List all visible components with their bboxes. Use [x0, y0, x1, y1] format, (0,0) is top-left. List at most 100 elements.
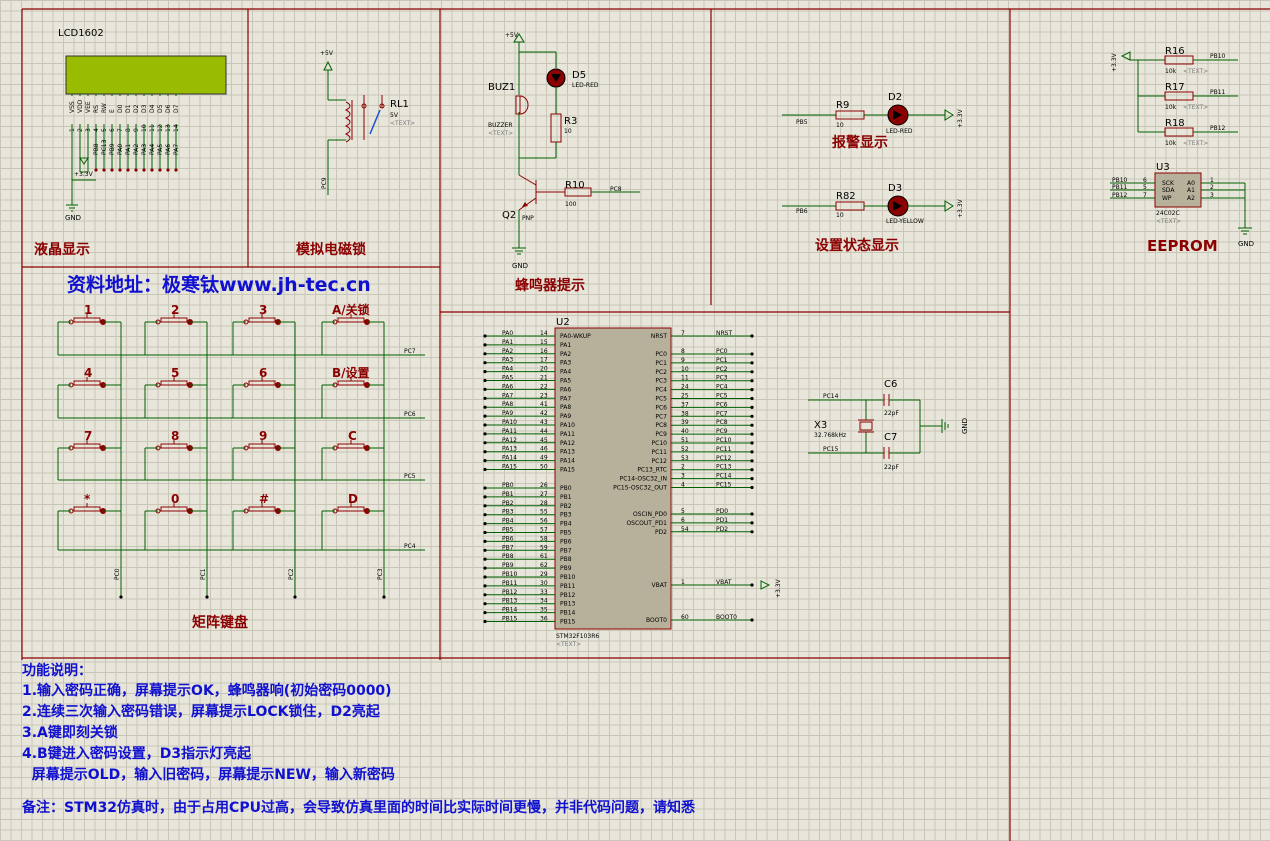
key-2[interactable]: 2 [144, 303, 207, 355]
relay-value: 5V [390, 112, 399, 119]
lcd-pin-terminal [102, 168, 106, 172]
mcu-pin-terminal [750, 396, 754, 401]
relay-supply: +5V [320, 50, 334, 57]
eeprom-resistor-text: <TEXT> [1183, 104, 1208, 111]
crystal-circuit[interactable]: PC14 PC15 X3 32.768kHz C6 22pF C7 22pF G… [808, 379, 969, 471]
key-plunger [160, 380, 188, 386]
mcu-pin-terminal [483, 513, 487, 517]
mcu-pin-number: 7 [681, 330, 685, 337]
mcu-pin-number: 36 [540, 616, 548, 623]
mcu-pin-terminal [750, 379, 754, 383]
mcu-pin-number: 43 [540, 419, 548, 426]
mcu-pin-terminal [483, 459, 487, 463]
r10-val: 100 [565, 201, 577, 208]
lcd-pin-terminal [94, 168, 98, 172]
lcd-pin-name: D2 [133, 104, 140, 113]
setting-supply: +3.3V [957, 198, 964, 218]
eeprom-pin-net: PB12 [1112, 192, 1128, 199]
buz1-text: <TEXT> [488, 130, 513, 137]
mcu-pin-net: PA3 [502, 357, 513, 364]
key-15[interactable]: # [232, 492, 295, 550]
mcu-pin-net: PC3 [716, 375, 728, 382]
alarm-led-circuit[interactable]: PB5 R9 10 D2 LED-RED +3.3V [782, 92, 964, 135]
mcu-pin-net: PA11 [502, 428, 517, 435]
key-8[interactable]: B/设置 [321, 365, 384, 418]
lcd-pin-terminal [126, 168, 130, 172]
mcu-pin-number: 57 [540, 527, 548, 534]
mcu-pin-name: PC0 [655, 351, 667, 358]
relay-rl1[interactable]: +5V RL1 5V <TEXT> PC9 [320, 50, 415, 195]
mcu-pin-terminal [483, 423, 487, 427]
lcd-pin-name: RW [101, 103, 108, 113]
eeprom-circuit[interactable]: +3.3V R1610k<TEXT>PB10R1710k<TEXT>PB11R1… [1110, 46, 1254, 248]
eeprom-pin-number: 5 [1143, 184, 1147, 191]
mcu-pin-number: 20 [540, 366, 548, 373]
mcu-pin-number: 54 [681, 526, 689, 533]
alarm-supply: +3.3V [957, 108, 964, 128]
key-6[interactable]: 5 [144, 366, 207, 418]
mcu-pin-number: 59 [540, 544, 548, 551]
mcu-pin-name: PB11 [560, 583, 576, 590]
buzzer-circuit[interactable]: +5V D5 LED-RED R3 10 BUZ1 BUZZER <TEXT> … [488, 32, 640, 270]
eeprom-pin-net: PB10 [1112, 177, 1128, 184]
mcu-pin-net: PB11 [502, 580, 518, 587]
crystal-net2: PC15 [823, 446, 839, 453]
mcu-pin-name: PA1 [560, 342, 571, 349]
mcu-pin-number: 21 [540, 375, 548, 382]
lcd-net-label: PA1 [125, 144, 132, 155]
lcd-pin-terminal [142, 168, 146, 172]
mcu-pin-number: 44 [540, 428, 548, 435]
mcu-pin-name: OSCOUT_PD1 [626, 520, 667, 527]
mcu-pin-net: PB9 [502, 562, 514, 569]
lcd-pin-name: RS [93, 105, 100, 113]
key-5[interactable]: 4 [57, 366, 121, 418]
key-1[interactable]: 1 [57, 303, 121, 355]
setting-led-circuit[interactable]: PB6 R82 10 D3 LED-YELLOW +3.3V [782, 183, 964, 225]
mcu-pin-name: PB15 [560, 619, 576, 626]
row-net-label: PC7 [404, 348, 416, 355]
mcu-pin-name: PA15 [560, 467, 575, 474]
mcu-pin-terminal [750, 485, 754, 490]
mcu-pin-terminal [750, 583, 754, 587]
key-16[interactable]: D [321, 492, 384, 550]
mcu-pin-terminal [483, 486, 487, 490]
lcd-pin-terminal [118, 168, 122, 172]
mcu-pin-net: BOOT0 [716, 614, 737, 621]
lcd-pin-terminal [134, 168, 138, 172]
key-label: 4 [84, 366, 92, 380]
key-12[interactable]: C [321, 429, 384, 480]
r3-val: 10 [564, 128, 572, 135]
lcd-body [65, 55, 227, 95]
key-3[interactable]: 3 [232, 303, 295, 355]
mcu-pin-net: PC10 [716, 437, 732, 444]
key-7[interactable]: 6 [232, 366, 295, 418]
mcu-pin-terminal [750, 405, 754, 409]
mcu-pin-terminal [750, 414, 754, 418]
notes-remark: 备注：STM32仿真时，由于占用CPU过高，会导致仿真里面的时间比实际时间更慢，… [21, 799, 696, 816]
q2-ref: Q2 [502, 210, 516, 221]
c7-val: 22pF [884, 464, 899, 471]
mcu-pin-number: 8 [681, 348, 685, 355]
mcu-pin-name: PC3 [655, 378, 667, 385]
mcu-pin-terminal [750, 423, 754, 427]
r10-ref: R10 [565, 180, 585, 191]
key-14[interactable]: 0 [144, 492, 207, 550]
mcu-pin-net: PD2 [716, 526, 728, 533]
key-9[interactable]: 7 [57, 429, 121, 480]
lcd1602[interactable]: LCD1602 VSS1VDD2VEE3RS4RW5E6D07D18D29D31… [58, 28, 227, 222]
mcu-pin-net: PC13 [716, 464, 732, 471]
mcu-pin-number: 1 [681, 579, 685, 586]
mcu-pin-terminal [483, 566, 487, 570]
key-4[interactable]: A/关锁 [321, 302, 384, 355]
mcu-pin-net: PB12 [502, 589, 518, 596]
mcu-pin-name: PB2 [560, 503, 572, 510]
lcd-pin-terminal [166, 168, 170, 172]
mcu-pin-terminal [483, 619, 487, 624]
key-13[interactable]: * [57, 492, 121, 550]
key-11[interactable]: 9 [232, 429, 295, 480]
mcu-pin-terminal [483, 378, 487, 383]
key-10[interactable]: 8 [144, 429, 207, 480]
